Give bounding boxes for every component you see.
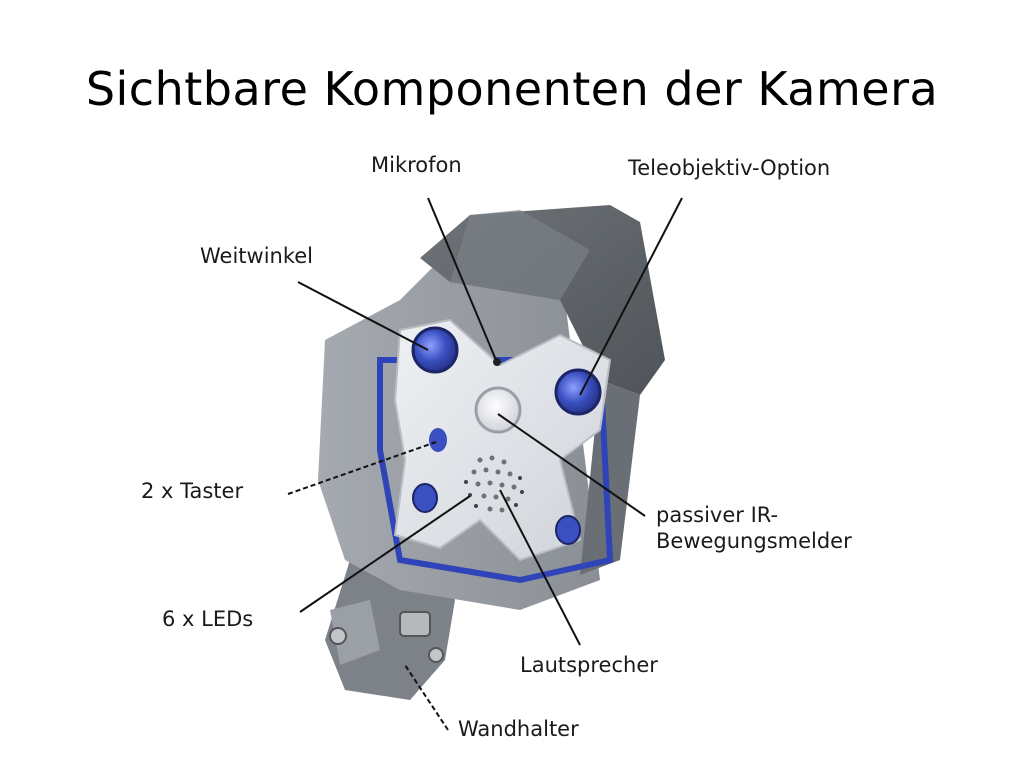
label-passiver-ir: passiver IR- Bewegungsmelder [656,502,852,554]
label-lautsprecher: Lautsprecher [520,653,658,677]
leader-line-ir [497,413,646,517]
label-mikrofon: Mikrofon [371,153,462,177]
faceplate [393,318,612,562]
leader-line-leds [299,495,471,613]
microphone-icon [493,358,501,366]
button-icon [412,483,438,513]
leader-line-weitwinkel [297,281,429,351]
speaker-grille [471,455,517,513]
label-wandhalter: Wandhalter [458,717,579,741]
label-passiver-ir-line1: passiver IR- [656,503,779,527]
wide-angle-lens-icon [411,326,459,374]
slide-title: Sichtbare Komponenten der Kamera [85,62,939,116]
leader-line-wandhalter [404,664,449,731]
leader-line-taster [287,441,437,495]
led-indicators [464,476,524,508]
leader-line-mikrofon [427,197,497,361]
leader-lines [287,197,683,731]
label-passiver-ir-line2: Bewegungsmelder [656,529,852,553]
label-weitwinkel: Weitwinkel [200,244,314,268]
label-leds: 6 x LEDs [162,607,254,631]
label-teleobjektiv: Teleobjektiv-Option [628,156,831,180]
button-icon [555,515,581,545]
leader-line-teleobjektiv [579,197,683,396]
leader-line-lautsprecher [499,489,581,646]
tele-lens-icon [554,368,602,416]
button-icon [429,428,447,452]
label-taster: 2 x Taster [141,479,244,503]
